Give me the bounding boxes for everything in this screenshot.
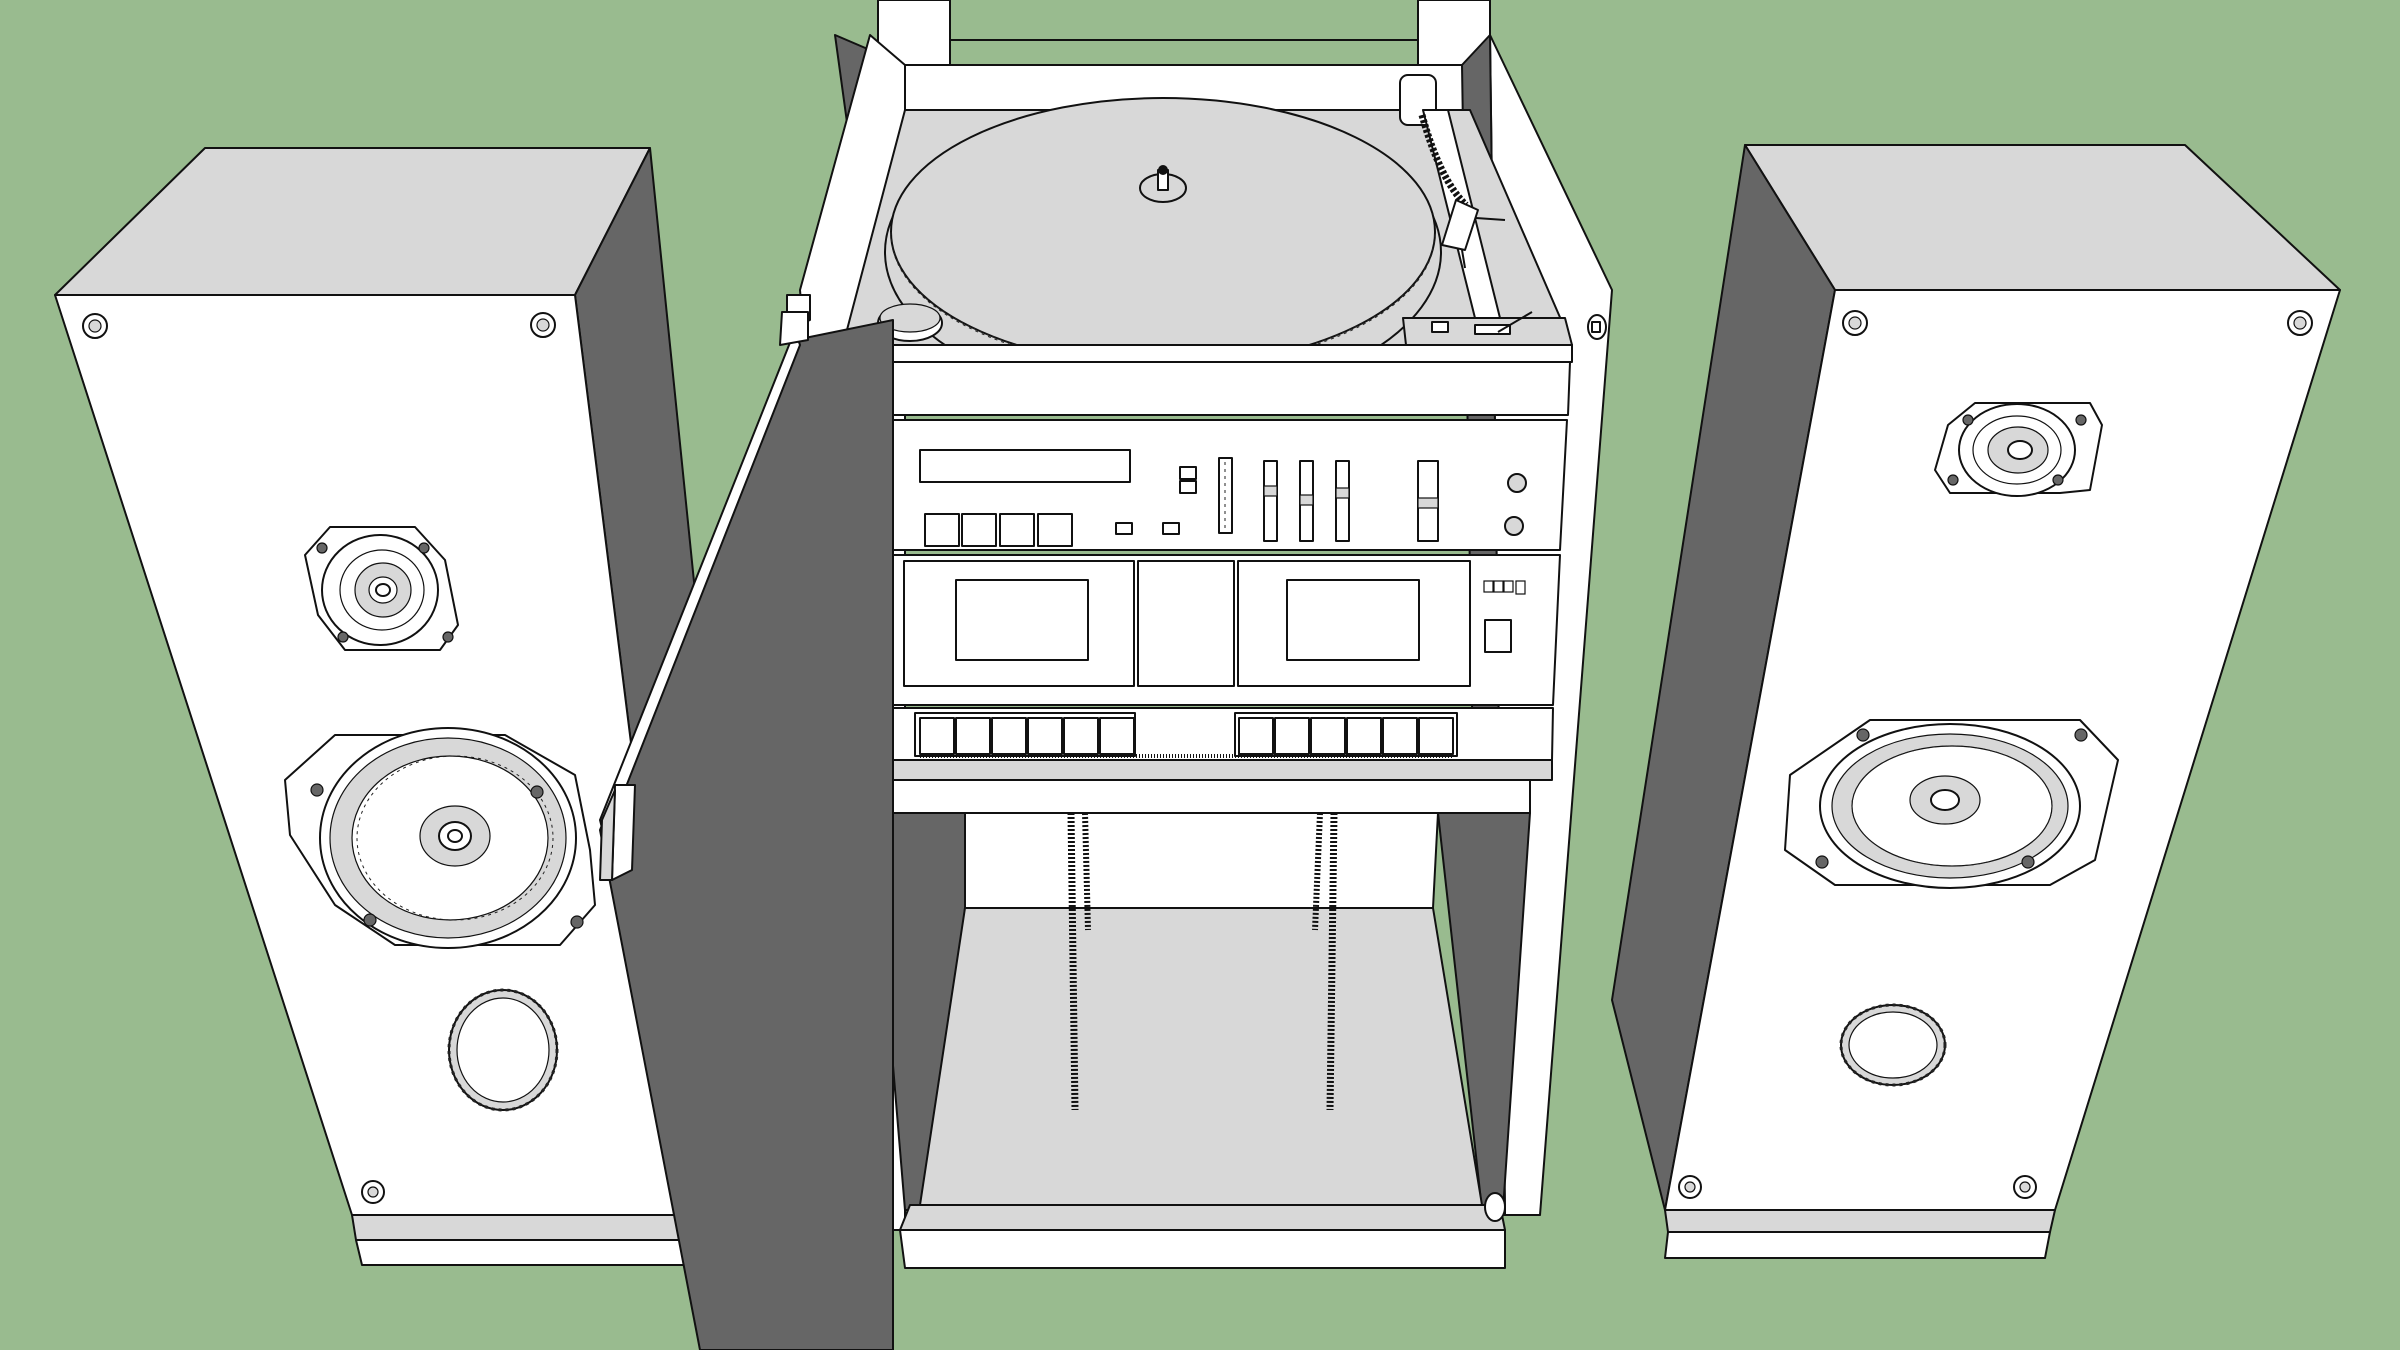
tweeter-icon [1934,402,2103,497]
left-transport-buttons[interactable] [919,717,1135,755]
woofer-icon [284,727,596,949]
amplifier [844,419,1568,551]
right-transport-buttons[interactable] [1238,717,1454,755]
selector-button[interactable] [1179,466,1197,480]
counter-buttons[interactable] [1483,580,1526,595]
cabinet-base [899,1229,1506,1269]
preset-buttons[interactable] [924,513,1073,547]
turntable-platter[interactable] [884,97,1442,403]
right-speaker-top [1744,144,2341,291]
small-button[interactable] [1115,522,1133,535]
right-speaker-plinth [1664,1231,2051,1259]
small-button[interactable] [1162,522,1180,535]
woofer-icon [1784,719,2119,889]
screw-icon [361,1180,385,1204]
left-speaker-plinth-top [351,1214,696,1241]
slider-icon[interactable] [1299,460,1314,542]
left-speaker[interactable] [54,147,706,1266]
headshell-icon [1441,199,1479,251]
lower-back-panel [964,812,1439,909]
right-speaker[interactable] [1611,144,2341,1259]
tape-window-left [955,579,1089,661]
cabinet-door[interactable] [599,294,894,1350]
left-speaker-plinth [355,1239,701,1266]
screw-icon [1678,1175,1702,1199]
screw-icon [2287,310,2313,336]
eject-button[interactable] [1484,619,1512,653]
knob-icon[interactable] [1507,473,1527,493]
screw-icon [530,312,556,338]
tape-deck-center [1137,560,1235,687]
amplifier-display [919,449,1131,483]
tape-window-right [1286,579,1420,661]
screw-icon [1842,310,1868,336]
screw-icon [82,313,108,339]
selector-button[interactable] [1179,480,1197,494]
knob-icon[interactable] [1504,516,1524,536]
bass-port-icon [447,988,559,1112]
knob-icon[interactable] [1484,1192,1506,1222]
bass-port-icon [1839,1003,1947,1087]
spindle-icon [1139,165,1187,203]
right-speaker-plinth-top [1664,1209,2056,1233]
cable-icon [1067,812,1338,1111]
speed-control[interactable] [1402,311,1573,346]
lower-compartment [871,812,1531,1211]
slider-icon[interactable] [1263,460,1278,542]
speed-slider [1474,324,1511,335]
turntable-front [842,344,1573,363]
start-button [1431,321,1449,333]
slider-icon[interactable] [1417,460,1439,542]
tweeter-icon [304,526,459,651]
middle-shelf [871,779,1531,814]
knob-icon[interactable] [1587,314,1607,340]
lower-floor [919,907,1483,1206]
slider-icon[interactable] [1335,460,1350,542]
level-meter [1218,457,1233,534]
cabinet[interactable] [599,0,1613,1350]
cassette-deck [849,554,1561,706]
left-speaker-top [54,147,651,296]
transport-buttons [857,707,1554,761]
screw-icon [2013,1175,2037,1199]
